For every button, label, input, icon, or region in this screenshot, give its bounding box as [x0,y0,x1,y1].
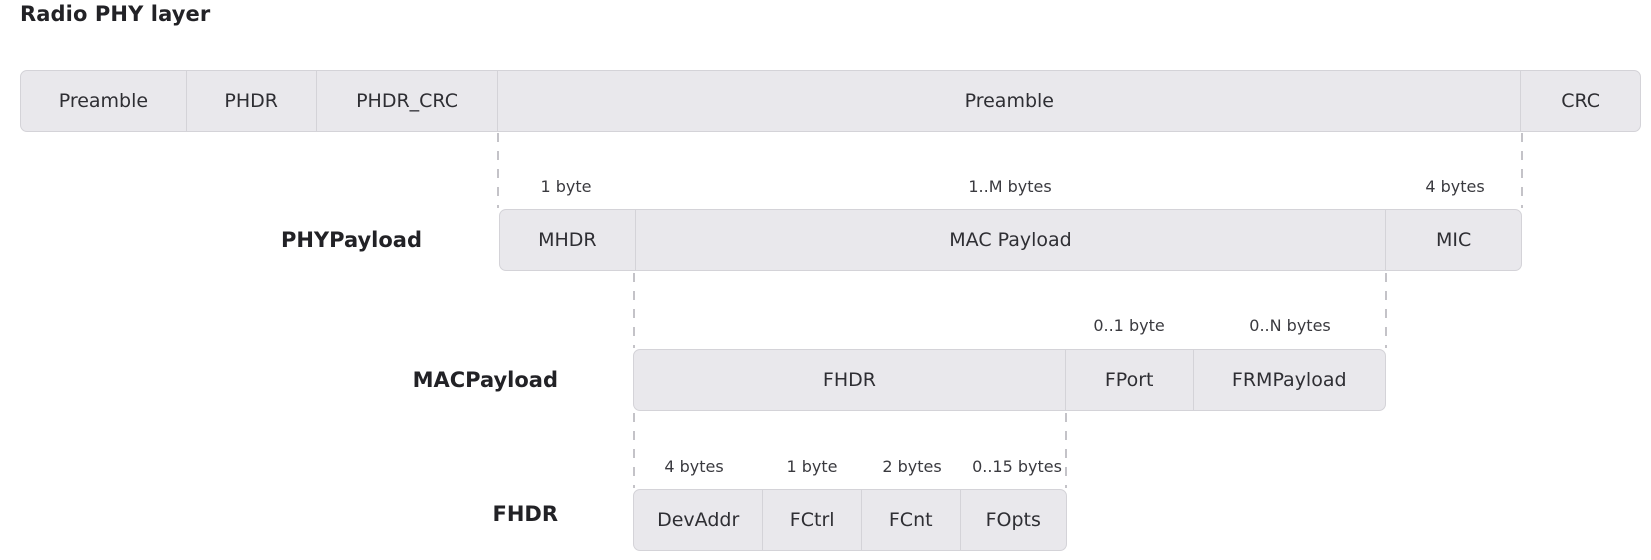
radio-phy-row: Preamble PHDR PHDR_CRC Preamble CRC [20,70,1641,132]
size-mhdr: 1 byte [540,177,592,196]
fhdr-row: DevAddr FCtrl FCnt FOpts [633,489,1067,551]
size-mic: 4 bytes [1425,177,1485,196]
phypayload-row: MHDR MAC Payload MIC [499,209,1522,271]
size-fctrl: 1 byte [786,457,838,476]
segment-payload-preamble: Preamble [498,71,1522,131]
size-fopts: 0..15 bytes [972,457,1062,476]
segment-mic: MIC [1436,229,1472,251]
segment-phdr: PHDR [187,71,317,131]
segment-mhdr: MHDR [500,210,636,270]
segment-frmpayload: FRMPayload [1231,369,1347,391]
size-fcnt: 2 bytes [882,457,942,476]
diagram-title: Radio PHY layer [20,2,211,26]
row-label-macpayload: MACPayload [412,368,558,392]
segment-preamble: Preamble [21,71,187,131]
segment-fcnt: FCnt [862,490,961,550]
segment-devaddr: DevAddr [634,490,764,550]
size-fport: 0..1 byte [1093,316,1165,335]
segment-fhdr: FHDR [634,350,1066,410]
row-label-fhdr: FHDR [492,502,558,526]
segment-fctrl: FCtrl [763,490,862,550]
macpayload-row: FHDR FPort FRMPayload [633,349,1386,411]
size-devaddr: 4 bytes [664,457,724,476]
size-frmpayload: 0..N bytes [1249,316,1331,335]
segment-crc: CRC [1561,90,1600,112]
segment-fport: FPort [1066,350,1194,410]
segment-mac-payload: MAC Payload [636,210,1387,270]
row-label-phypayload: PHYPayload [280,228,422,252]
size-mac-payload: 1..M bytes [968,177,1052,196]
segment-phdr-crc: PHDR_CRC [317,71,499,131]
segment-fopts: FOpts [985,509,1041,531]
